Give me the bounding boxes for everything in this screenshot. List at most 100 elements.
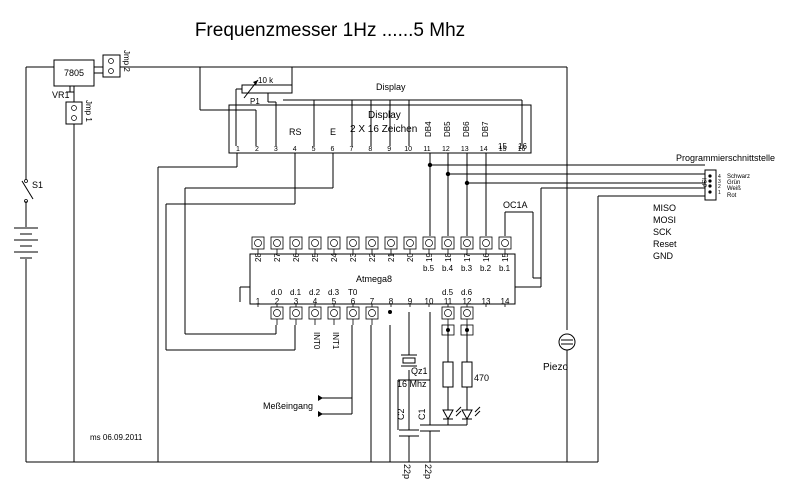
mcu-top-pin-terminal <box>270 236 284 250</box>
jumper-jmp2-label: Jmp 2 <box>122 50 131 72</box>
lcd-display: Display Display 2 X 16 Zeichen RS E DB4 … <box>228 82 532 154</box>
wire-schwarz: Schwarz <box>727 174 750 180</box>
crystal-qz1: Qz1 16 Mhz <box>397 354 428 389</box>
capacitor-c2: C2 22p <box>396 408 419 479</box>
led-branch-d5 <box>442 325 462 425</box>
display-pin-number: 4 <box>293 146 297 153</box>
mcu-top-pin-number: 21 <box>387 253 396 262</box>
display-pin-number: 6 <box>331 146 335 153</box>
mcu-top-pin-terminal <box>384 236 398 250</box>
c1-value: 22p <box>423 464 433 479</box>
mcu-bottom-pin-number: 8 <box>389 297 394 306</box>
ground-rail <box>26 195 705 463</box>
display-header: Display <box>376 82 406 92</box>
display-pin-number: 11 <box>423 146 430 153</box>
potentiometer-p1: 10 k P1 <box>235 67 293 146</box>
mcu-bottom-pin-number: 6 <box>351 297 356 306</box>
isp-pin-numbers: 4 3 2 1 <box>718 174 721 196</box>
wire-rot: Rot <box>727 193 737 199</box>
mcu-top-pin-terminal <box>289 236 303 250</box>
isp-pin-4: 4 <box>718 174 721 180</box>
mcu-top-pin-terminal <box>365 236 379 250</box>
signal-mosi: MOSI <box>653 215 676 225</box>
mcu-top-pin-terminal <box>327 236 341 250</box>
display-pin-number: 5 <box>312 146 316 153</box>
display-pin-number: 7 <box>349 146 353 153</box>
mcu-bottom-pin-screw <box>292 309 300 317</box>
crystal-ref: Qz1 <box>411 366 428 376</box>
display-pin-number: 14 <box>480 146 488 153</box>
display-pin-number: 15 <box>499 146 507 153</box>
mcu-top-pin-number: 24 <box>330 253 339 262</box>
mcu-bottom-pin-terminal <box>308 306 322 320</box>
mcu-top-pin-screw <box>387 239 395 247</box>
label-d6: d.6 <box>461 288 473 297</box>
c2-ref: C2 <box>396 408 406 420</box>
display-pin-number: 8 <box>368 146 372 153</box>
mcu-top-pin-number: 23 <box>349 253 358 262</box>
mcu-top-pin-number: 15 <box>501 253 510 262</box>
jumper-jmp2: Jmp 2 <box>102 50 131 78</box>
display-pin-number: 13 <box>461 146 469 153</box>
mcu-bottom-pin-number: 3 <box>294 297 299 306</box>
mcu-top-pin-screw <box>425 239 433 247</box>
mcu-top-pin-terminal <box>422 236 436 250</box>
mcu-top-pin-terminal <box>308 236 322 250</box>
display-pin-number: 16 <box>518 146 526 153</box>
mcu-top-pin-number: 18 <box>444 253 453 262</box>
mcu-top-pin-screw <box>463 239 471 247</box>
mcu-top-pin-number: 28 <box>254 253 263 262</box>
display-pin-number: 9 <box>387 146 391 153</box>
mcu-bottom-pin-terminal <box>327 306 341 320</box>
label-b2: b.2 <box>480 264 492 273</box>
label-b4: b.4 <box>442 264 454 273</box>
signal-sck: SCK <box>653 227 672 237</box>
mcu-top-pin-screw <box>273 239 281 247</box>
display-title: Display <box>368 110 401 121</box>
mcu-bottom-pin-terminal <box>346 306 360 320</box>
mcu-top-pin-screw <box>292 239 300 247</box>
mcu-bottom-pin-terminal <box>441 306 455 320</box>
mcu-bottom-pin-number: 2 <box>275 297 280 306</box>
signal-reset: Reset <box>653 239 677 249</box>
measurement-input: Meßeingang <box>263 395 353 417</box>
mcu-top-pin-screw <box>368 239 376 247</box>
display-pin-number: 12 <box>442 146 450 153</box>
c1-ref: C1 <box>417 408 427 420</box>
label-b5: b.5 <box>423 264 435 273</box>
label-d1: d.1 <box>290 288 302 297</box>
mcu-bottom-pin-number: 5 <box>332 297 337 306</box>
label-t0: T0 <box>348 288 358 297</box>
label-b1: b.1 <box>499 264 511 273</box>
label-d2: d.2 <box>309 288 321 297</box>
port-d-labels: d.0 d.1 d.2 d.3 T0 d.5 d.6 <box>271 288 473 297</box>
mcu-top-pin-number: 25 <box>311 253 320 262</box>
mcu-top-pin-number: 19 <box>425 253 434 262</box>
label-b3: b.3 <box>461 264 473 273</box>
mcu-top-pin-terminal <box>251 236 265 250</box>
mcu-bottom-pin-number: 14 <box>501 297 510 306</box>
display-label-db6: DB6 <box>462 121 471 137</box>
label-d0: d.0 <box>271 288 283 297</box>
oc1a-wiring: OC1A <box>503 200 541 279</box>
display-pin-number: 1 <box>236 146 240 153</box>
display-pin-number: 3 <box>274 146 278 153</box>
pot-value: 10 k <box>258 76 274 85</box>
mcu-bottom-pin-terminal <box>289 306 303 320</box>
mcu-top-pin-number: 20 <box>406 253 415 262</box>
display-top-wiring <box>199 67 523 146</box>
mcu-top-pin-screw <box>482 239 490 247</box>
mcu-bottom-pin-screw <box>463 309 471 317</box>
isp-signal-list: MISO MOSI SCK Reset GND <box>653 203 677 261</box>
label-int0: INT0 <box>312 332 321 350</box>
mcu-bottom-pin-screw <box>330 309 338 317</box>
schematic-title: Frequenzmesser 1Hz ......5 Mhz <box>195 20 465 41</box>
c2-value: 22p <box>402 464 412 479</box>
display-label-rs: RS <box>289 127 302 137</box>
mcu-top-pin-number: 27 <box>273 253 282 262</box>
jumper-jmp1-label: Jmp 1 <box>84 100 93 122</box>
